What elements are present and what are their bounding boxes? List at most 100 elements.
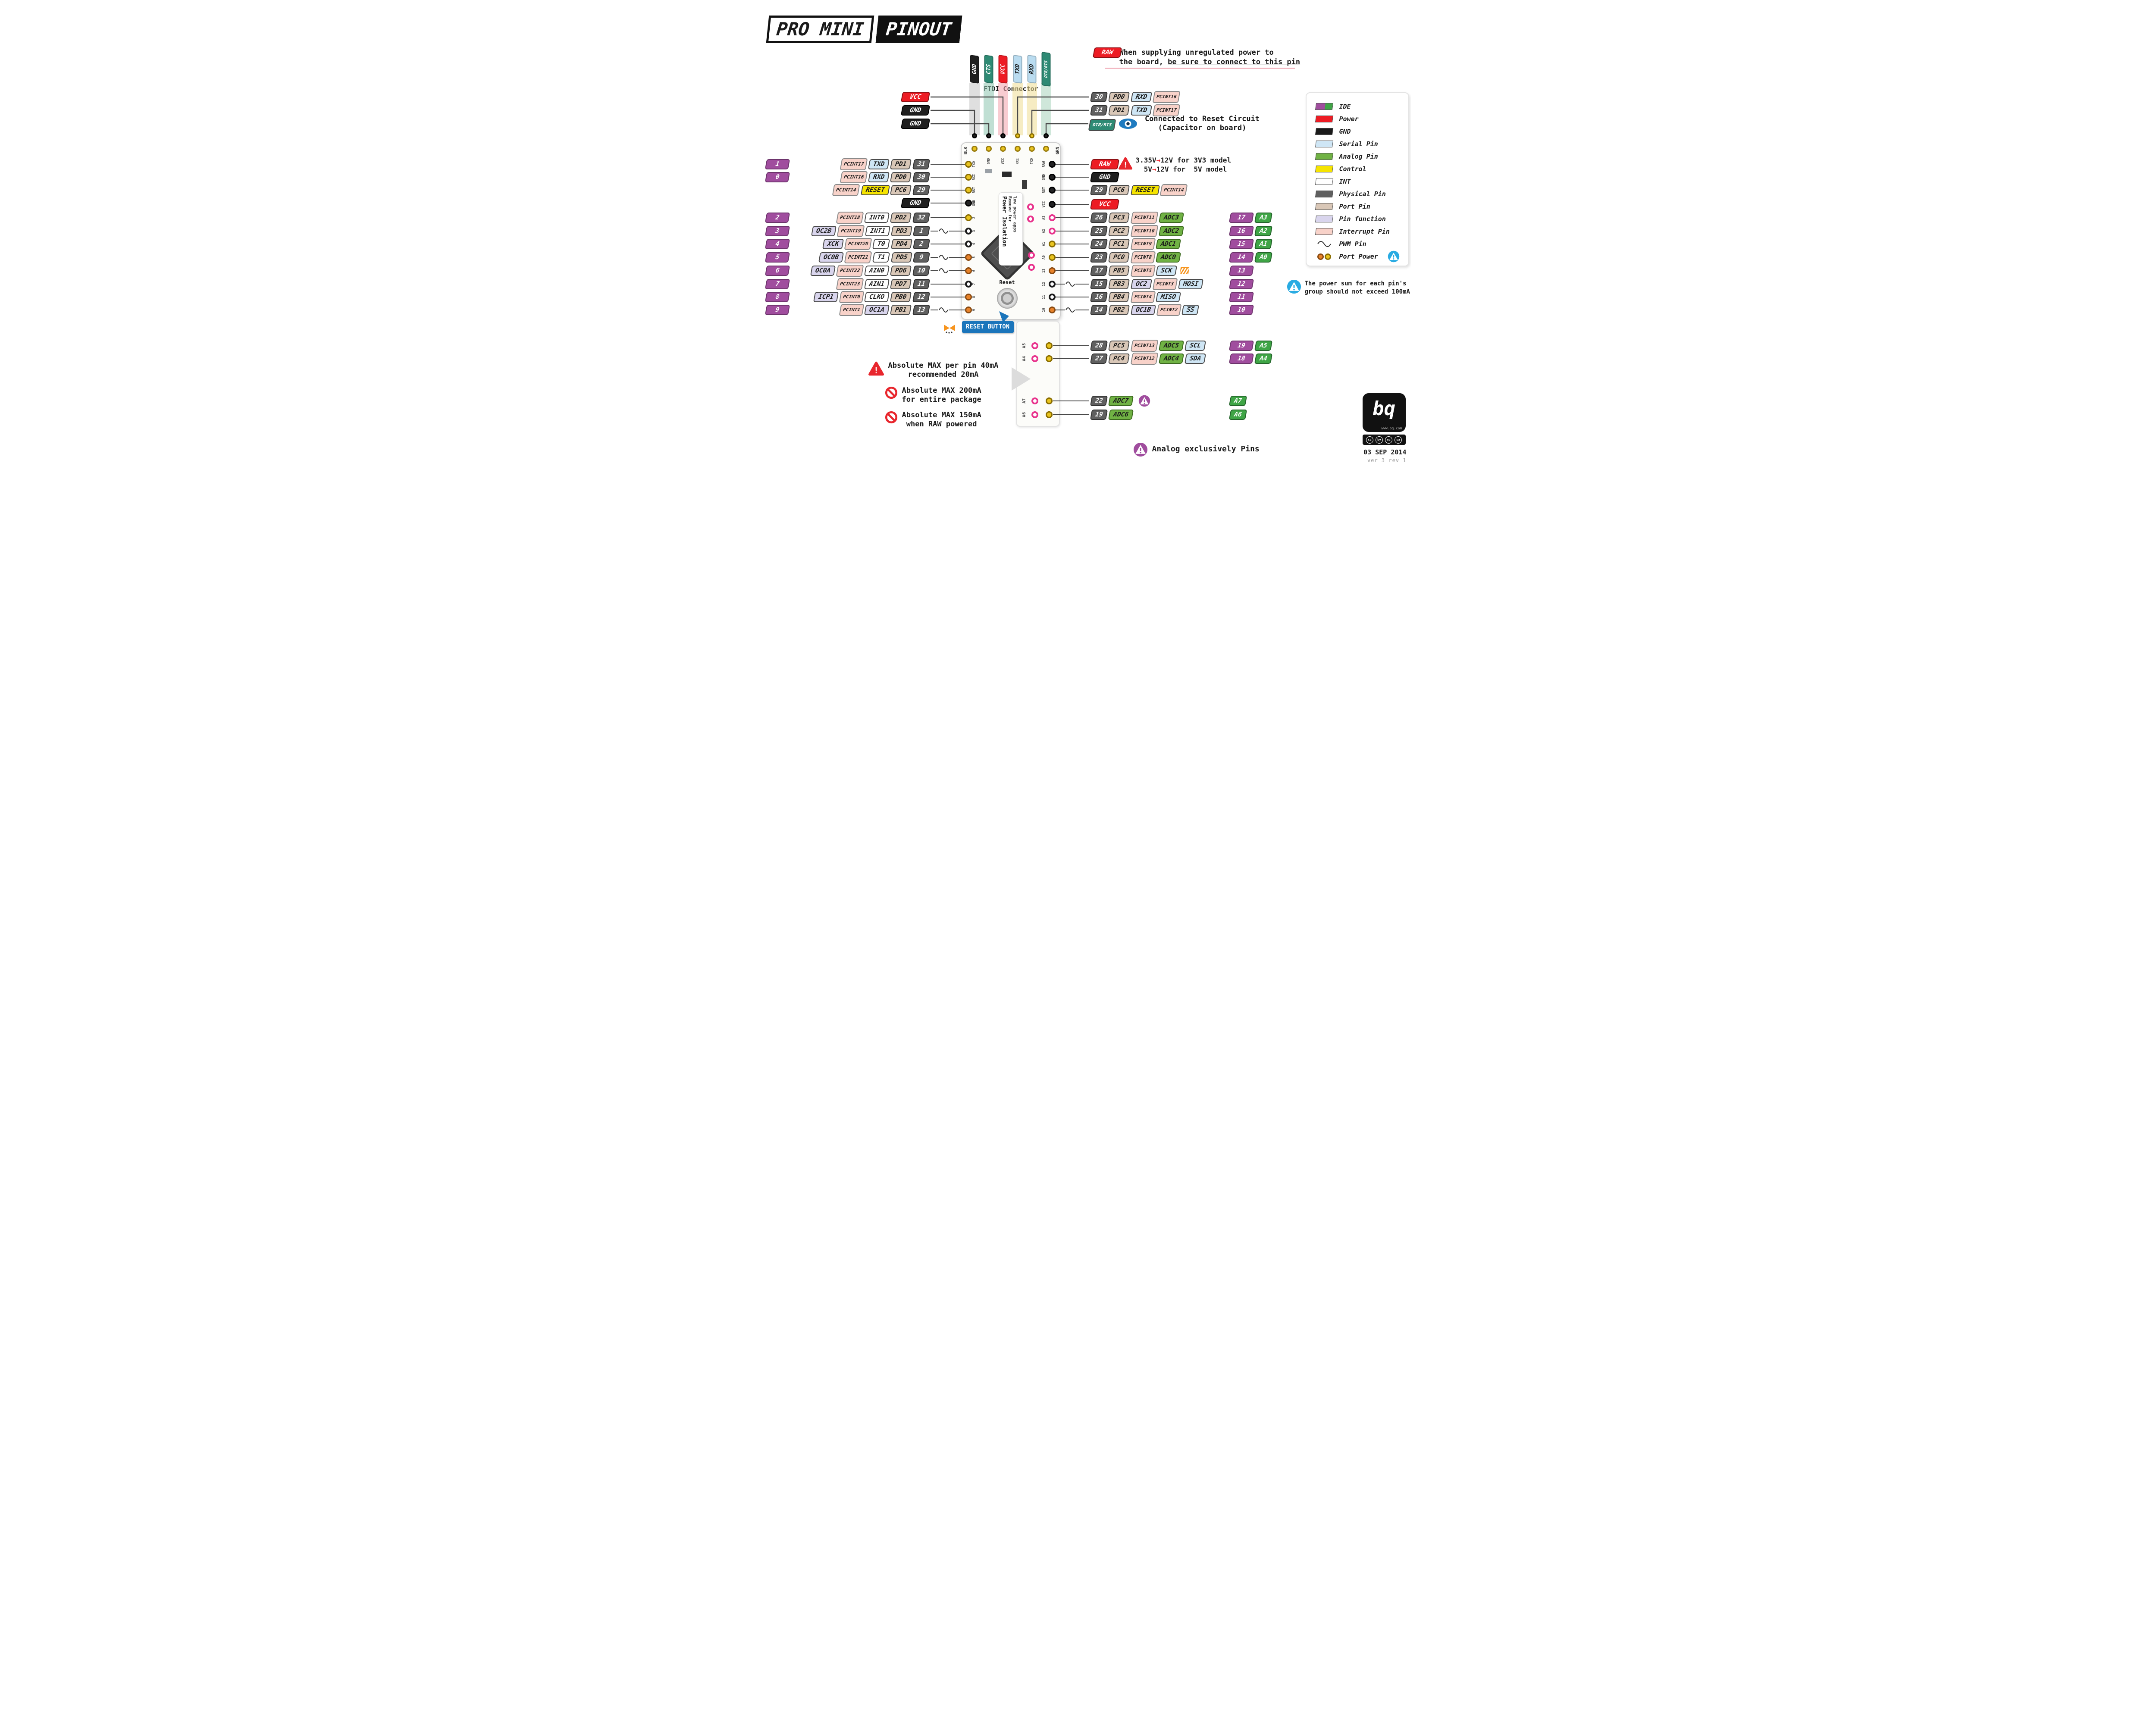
iso-line3: low power apps bbox=[1012, 196, 1017, 233]
legend-item-ide: IDE bbox=[1315, 102, 1351, 111]
logo: PRO MINI PINOUT bbox=[766, 16, 962, 43]
pin-badge-17: 17 bbox=[1228, 213, 1254, 223]
solder-pad-orange bbox=[965, 254, 972, 261]
wire bbox=[1055, 217, 1089, 218]
pin-badge-pc0: PC0 bbox=[1108, 252, 1130, 263]
ftdi-stripe bbox=[1012, 83, 1023, 135]
port-power-yellow-pad bbox=[1324, 253, 1331, 260]
no-entry-icon bbox=[885, 386, 897, 399]
pin-badge-14: 14 bbox=[1228, 252, 1254, 263]
warning-line: when RAW powered bbox=[906, 420, 977, 429]
pin-badge-adc2: ADC2 bbox=[1158, 226, 1185, 236]
legend-swatch bbox=[1315, 128, 1333, 135]
solder-pad-black bbox=[1000, 133, 1006, 138]
pin-badge-pcint0: PCINT0 bbox=[839, 291, 864, 303]
pin-badge-pd5: PD5 bbox=[890, 252, 913, 263]
pin-badge-oc1a: OC1A bbox=[864, 305, 890, 315]
wire bbox=[930, 190, 966, 191]
analog-note-text: Analog exclusively Pins bbox=[1152, 444, 1260, 454]
arduino-pin-number: 9 bbox=[765, 305, 790, 315]
warning-circle-icon bbox=[1388, 250, 1400, 263]
voltage-l2-pre: 5V bbox=[1135, 165, 1153, 173]
ftdi-pin-label-gnd: GND bbox=[970, 55, 979, 84]
pin-badge-pcint8: PCINT8 bbox=[1130, 251, 1156, 263]
voltage-line1: 3.35V→12V for 3V3 model bbox=[1136, 156, 1232, 164]
arduino-pin-number: 1 bbox=[765, 159, 790, 169]
ftdi-pin-label-vcc: VCC bbox=[998, 55, 1007, 84]
warning-line: Absolute MAX 200mA bbox=[902, 386, 981, 395]
board-corner-grn: GRN bbox=[1055, 147, 1060, 155]
no-entry-icon bbox=[885, 411, 897, 424]
wire bbox=[930, 177, 966, 178]
pin-badge-31: 31 bbox=[1090, 105, 1108, 116]
pin-badge-adc4: ADC4 bbox=[1158, 353, 1185, 364]
pin-badge-raw: RAW bbox=[1090, 159, 1120, 169]
pin-badge-pd0: PD0 bbox=[890, 172, 912, 182]
analog-pin-map: 10 bbox=[1228, 305, 1298, 315]
warning-max-per-pin: ! Absolute MAX per pin 40mA recommended … bbox=[868, 361, 998, 379]
pwm-wave-icon bbox=[1065, 307, 1075, 313]
pin-badge-pb1: PB1 bbox=[890, 305, 912, 315]
pin-badge-a6: A6 bbox=[1228, 410, 1247, 420]
solder-pad-yellow bbox=[1045, 355, 1053, 362]
pin-badge-8: 8 bbox=[765, 292, 790, 302]
ftdi-side-label: VCC bbox=[900, 92, 931, 102]
logo-pro-mini: PRO MINI bbox=[766, 16, 874, 43]
ftdi-pin-label-rxd: RXD bbox=[1027, 55, 1036, 84]
solder-pad-pink bbox=[1031, 411, 1038, 418]
pin-badge-txd: TXD bbox=[1130, 105, 1152, 116]
wire bbox=[1055, 164, 1089, 165]
cc-by-icon: by bbox=[1376, 436, 1383, 444]
board-edge-label: TXO bbox=[1029, 158, 1034, 165]
ext-pin-label: A5 bbox=[1022, 343, 1027, 349]
solder-pad-black bbox=[1048, 201, 1056, 208]
pin-badge-9: 9 bbox=[765, 305, 790, 315]
solder-pad-ring bbox=[965, 241, 972, 247]
legend-swatch bbox=[1315, 216, 1333, 222]
warning-circle-icon bbox=[1138, 395, 1150, 407]
footer-date: 03 SEP 2014 bbox=[1363, 448, 1407, 456]
pin-badge-vcc: VCC bbox=[1090, 199, 1120, 210]
board-edge-label: 2 bbox=[971, 216, 976, 219]
solder-pad-black bbox=[965, 200, 972, 206]
footer-version: ver 3 rev 1 bbox=[1367, 457, 1407, 463]
dtr-note-line1: Connected to Reset Circuit bbox=[1144, 115, 1260, 123]
pin-badge-pd6: PD6 bbox=[890, 266, 912, 276]
pin-badge-pcint22: PCINT22 bbox=[836, 265, 864, 277]
raw-note-line2-pre: the board, bbox=[1119, 58, 1168, 66]
solder-pad-black bbox=[1048, 174, 1056, 181]
legend-swatch bbox=[1315, 241, 1333, 247]
pin-badge-31: 31 bbox=[912, 159, 931, 169]
pin-badge-oc0b: OC0B bbox=[818, 252, 844, 263]
warning-text: Absolute MAX 200mA for entire package bbox=[902, 386, 981, 404]
solder-pad-yellow bbox=[1045, 397, 1053, 404]
legend-item-pin-function: Pin function bbox=[1315, 214, 1386, 224]
wire bbox=[1055, 257, 1089, 258]
pin-badge-29: 29 bbox=[1090, 185, 1108, 195]
pin-badge-pcint16: PCINT16 bbox=[840, 171, 868, 183]
pin-row-right: VCC bbox=[1090, 199, 1245, 210]
solder-pad-yellow bbox=[1045, 411, 1053, 418]
pin-badge-pcint20: PCINT20 bbox=[844, 238, 872, 250]
ext-pin-label: A6 bbox=[1022, 412, 1027, 418]
pin-badge-17: 17 bbox=[1090, 266, 1108, 276]
legend-item-serial-pin: Serial Pin bbox=[1315, 139, 1378, 149]
pin-badge-6: 6 bbox=[765, 266, 790, 276]
raw-note-line2: the board, be sure to connect to this pi… bbox=[1119, 58, 1300, 66]
pin-badge-a4: A4 bbox=[1254, 353, 1273, 364]
legend-item-int: INT bbox=[1315, 177, 1351, 186]
pin-badge-27: 27 bbox=[1090, 353, 1108, 364]
bee-icon bbox=[943, 325, 955, 334]
legend-item-port-pin: Port Pin bbox=[1315, 202, 1370, 211]
mounting-hole bbox=[1014, 146, 1021, 152]
pwm-wave-icon bbox=[1065, 281, 1075, 287]
board-edge-label: 11 bbox=[1041, 295, 1046, 299]
